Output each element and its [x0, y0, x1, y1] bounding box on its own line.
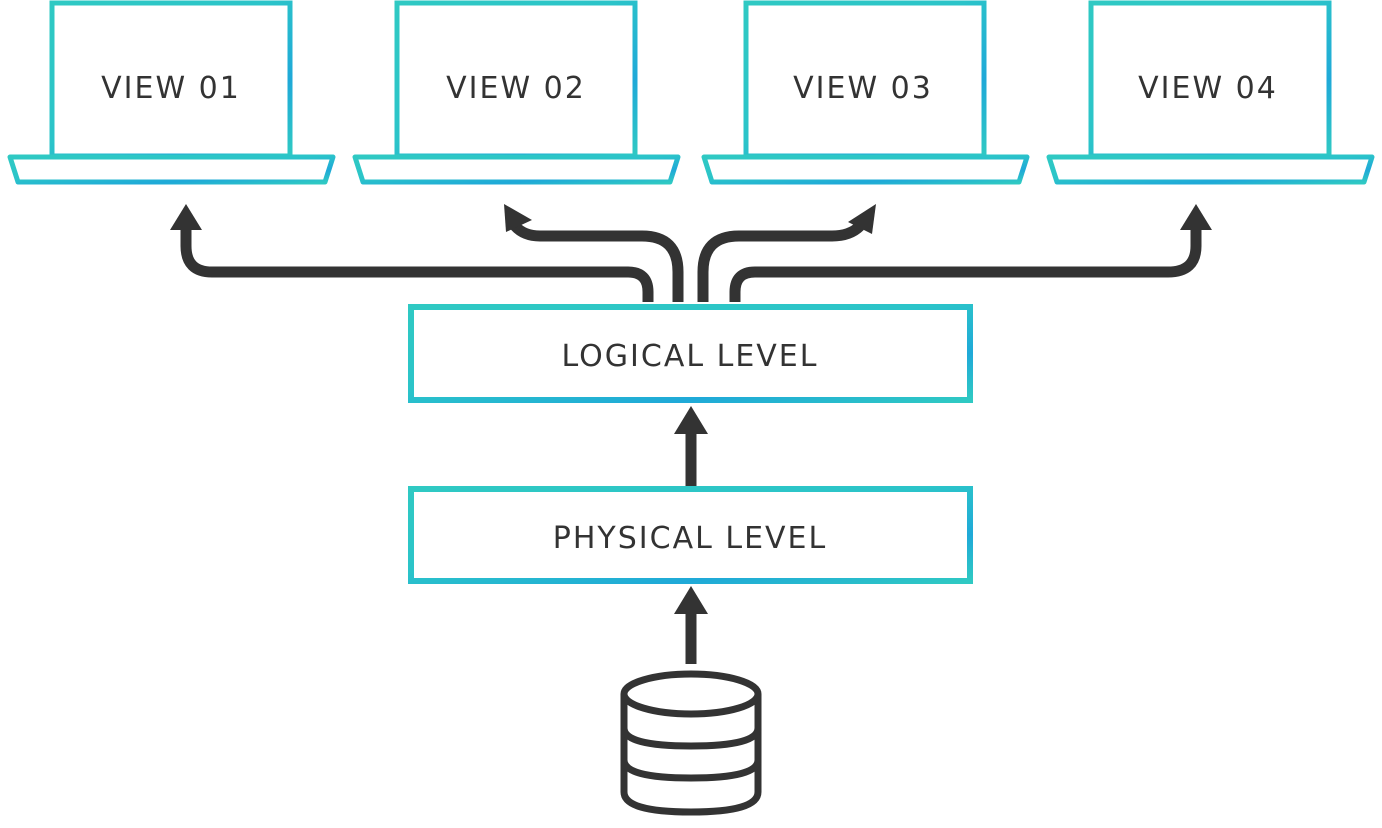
view-03-laptop: VIEW 03: [701, 0, 1030, 185]
view-04-label: VIEW 04: [1138, 71, 1278, 106]
view-01-laptop: VIEW 01: [7, 0, 336, 185]
arrowhead-view-01: [170, 204, 202, 230]
arrow-to-view-02: [510, 222, 684, 302]
arrow-database-to-physical: [674, 586, 708, 664]
view-01-label: VIEW 01: [101, 71, 241, 106]
physical-level-label: PHYSICAL LEVEL: [553, 521, 827, 556]
logical-level-label: LOGICAL LEVEL: [562, 339, 819, 374]
arrowheads-to-views: [170, 204, 1212, 234]
arrowhead-view-03: [848, 204, 876, 234]
logical-level-box: LOGICAL LEVEL: [408, 304, 973, 403]
arrowhead-view-04: [1180, 204, 1212, 230]
arrow-physical-to-logical: [674, 406, 708, 488]
arrow-to-view-01: [180, 224, 654, 302]
arrows-to-views: [180, 221, 1202, 302]
arrow-to-view-04: [729, 224, 1202, 302]
view-03-label: VIEW 03: [793, 71, 933, 106]
database-icon: [620, 670, 762, 816]
view-02-laptop: VIEW 02: [352, 0, 681, 185]
physical-level-box: PHYSICAL LEVEL: [408, 486, 973, 584]
view-04-laptop: VIEW 04: [1046, 0, 1375, 185]
view-02-label: VIEW 02: [446, 71, 586, 106]
arrow-to-view-03: [697, 221, 864, 302]
arrowhead-view-02: [504, 204, 532, 232]
